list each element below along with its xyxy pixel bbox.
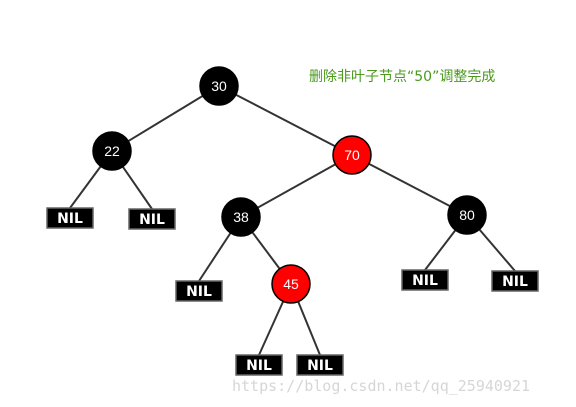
edge-n70-n38 bbox=[240, 154, 353, 218]
nil-leaf-nil-22-left: NIL bbox=[46, 207, 94, 229]
tree-node-70: 70 bbox=[332, 135, 372, 175]
tree-node-22: 22 bbox=[92, 131, 132, 171]
nil-leaf-nil-45-right: NIL bbox=[296, 354, 344, 376]
node-label: 70 bbox=[344, 147, 360, 163]
nil-leaf-nil-80-right: NIL bbox=[491, 270, 539, 292]
node-label: 22 bbox=[104, 143, 120, 159]
nil-label: NIL bbox=[412, 273, 438, 289]
nil-leaf-nil-80-left: NIL bbox=[401, 269, 449, 291]
nil-label: NIL bbox=[307, 358, 333, 374]
nil-leaf-nil-45-left: NIL bbox=[235, 354, 283, 376]
edge-n30-n70 bbox=[218, 85, 353, 156]
nil-leaf-nil-38-left: NIL bbox=[175, 280, 223, 302]
node-label: 80 bbox=[459, 207, 475, 223]
nil-label: NIL bbox=[246, 358, 272, 374]
nil-label: NIL bbox=[186, 284, 212, 300]
nil-label: NIL bbox=[502, 274, 528, 290]
tree-node-80: 80 bbox=[447, 195, 487, 235]
caption: 删除非叶子节点“50”调整完成 bbox=[309, 69, 496, 85]
tree-node-38: 38 bbox=[221, 197, 261, 237]
nil-leaf-nil-22-right: NIL bbox=[128, 208, 176, 230]
nil-label: NIL bbox=[139, 212, 165, 228]
edge-n30-n22 bbox=[111, 85, 220, 152]
tree-node-45: 45 bbox=[271, 264, 311, 304]
tree-node-30: 30 bbox=[199, 66, 239, 106]
node-label: 30 bbox=[211, 78, 227, 94]
edge-n70-n80 bbox=[351, 154, 468, 216]
node-label: 45 bbox=[283, 276, 299, 292]
node-label: 38 bbox=[233, 209, 249, 225]
watermark: https://blog.csdn.net/qq_25940921 bbox=[232, 377, 531, 395]
nil-label: NIL bbox=[57, 211, 83, 227]
